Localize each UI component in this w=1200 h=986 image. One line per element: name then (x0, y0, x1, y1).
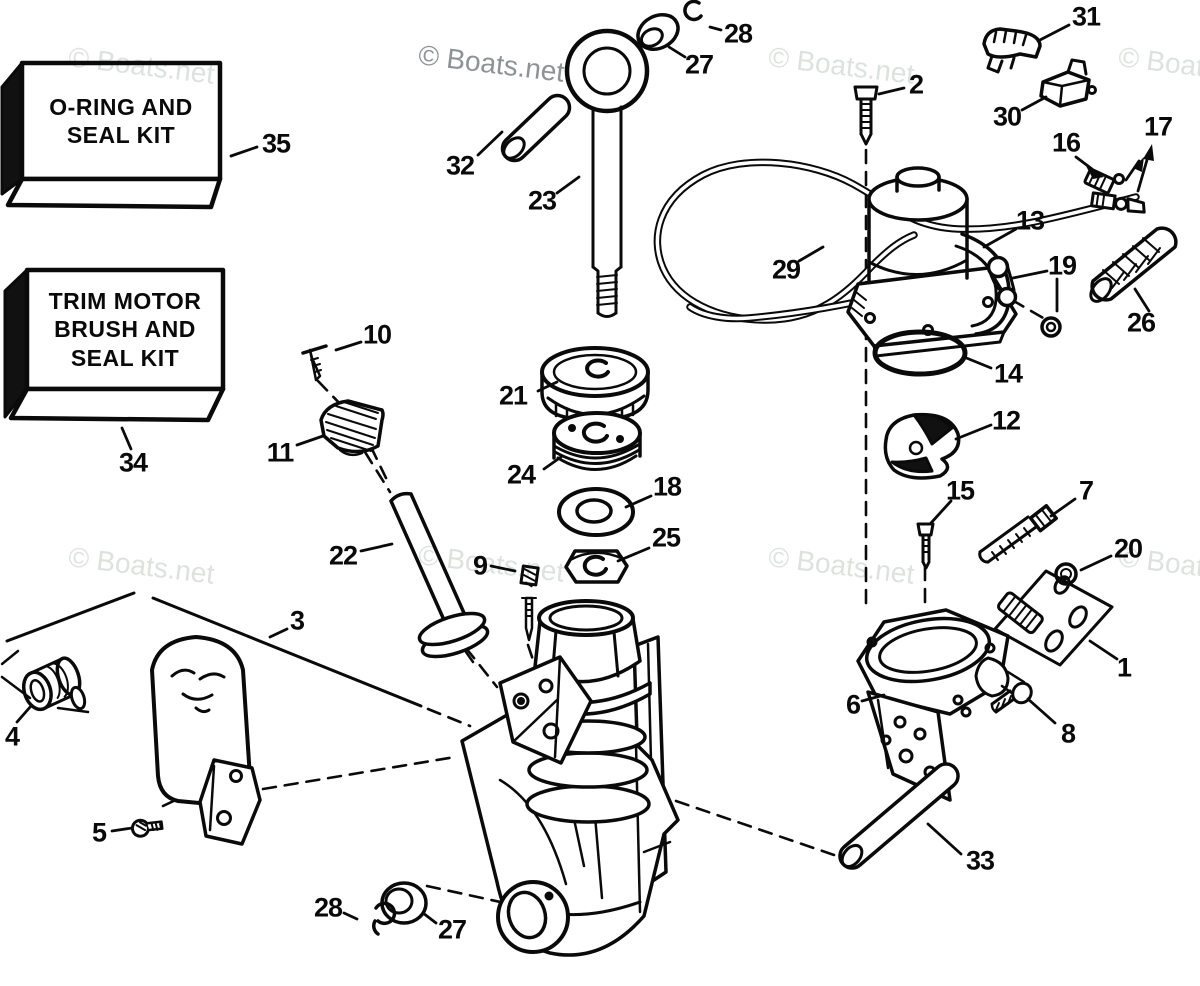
swivel-housing (460, 599, 680, 957)
callout-5: 5 (91, 817, 107, 848)
housing-cap-and-ring-bottom (372, 881, 428, 936)
leader-arrowheads (1086, 144, 1154, 179)
callout-4: 4 (4, 721, 20, 752)
callout-11: 11 (266, 437, 295, 468)
oring-kit-line1: O-RING AND (49, 93, 193, 120)
ribbed-plug (319, 399, 385, 457)
callout-13: 13 (1015, 205, 1045, 236)
callout-24: 24 (506, 459, 536, 490)
manifold-screw (990, 681, 1033, 714)
callout-27-bottom: 27 (437, 914, 467, 945)
callout-17: 17 (1143, 111, 1173, 142)
callout-27-top: 27 (684, 49, 714, 80)
piston (552, 411, 642, 471)
motor-screw (853, 85, 879, 146)
pump-filter (883, 412, 961, 480)
callout-32: 32 (445, 150, 475, 181)
callout-29: 29 (771, 254, 801, 285)
rod-cap-and-ring-top (636, 0, 703, 51)
small-oring (1054, 562, 1078, 586)
callout-26: 26 (1126, 307, 1156, 338)
callout-12: 12 (991, 405, 1021, 436)
callout-21: 21 (498, 380, 528, 411)
callout-8: 8 (1060, 718, 1076, 749)
callout-19: 19 (1047, 250, 1077, 281)
callout-7: 7 (1078, 475, 1094, 506)
reservoir-tube (389, 491, 490, 664)
callout-25: 25 (651, 522, 681, 553)
callout-28-top: 28 (723, 18, 753, 49)
callout-35: 35 (261, 128, 291, 159)
trim-kit-line3: SEAL KIT (70, 344, 180, 371)
pump-manifold (856, 608, 1026, 802)
callout-15: 15 (945, 475, 975, 506)
alignment-dashed-lines (161, 148, 1047, 905)
reference-lines (5, 591, 423, 708)
callout-33: 33 (965, 845, 995, 876)
wire-clamp-bracket (982, 27, 1042, 74)
trim-kit-line2: BRUSH AND (54, 316, 196, 343)
bushing-and-oring (0, 649, 90, 714)
oring-seal-kit-label: O-RING AND SEAL KIT (22, 63, 220, 179)
oring-seal-kit-box (0, 60, 223, 210)
manifold-bolt (978, 504, 1058, 564)
oring-kit-line2: SEAL KIT (66, 122, 176, 148)
check-valve (916, 522, 935, 570)
callout-6: 6 (845, 689, 861, 720)
callout-leader-lines (15, 23, 1151, 925)
fill-screw (301, 344, 328, 382)
callout-31: 31 (1071, 1, 1101, 32)
textured-tube (1089, 226, 1178, 303)
callout-14: 14 (993, 358, 1023, 389)
callout-2: 2 (908, 69, 924, 100)
callout-10: 10 (362, 319, 392, 350)
callout-34: 34 (118, 447, 148, 478)
tilt-rod (564, 28, 650, 318)
callout-18: 18 (652, 471, 682, 502)
pivot-tube (838, 762, 960, 870)
callout-1: 1 (1116, 652, 1132, 683)
callout-22: 22 (328, 540, 358, 571)
callout-9: 9 (472, 550, 488, 581)
lock-nut (564, 549, 629, 584)
washer (557, 487, 635, 537)
callout-23: 23 (527, 185, 557, 216)
callout-16: 16 (1051, 127, 1081, 158)
link-and-nut (986, 255, 1062, 338)
bracket-screw (130, 818, 164, 838)
valve-kit-plate (993, 569, 1114, 667)
pivot-pin (500, 93, 572, 163)
trim-motor-kit-label: TRIM MOTOR BRUSH AND SEAL KIT (27, 270, 223, 389)
callout-28-bottom: 28 (313, 892, 343, 923)
wire-terminals (1083, 167, 1146, 214)
callout-20: 20 (1113, 533, 1143, 564)
trim-motor (846, 166, 1018, 358)
callout-30: 30 (992, 101, 1022, 132)
wire-connector (1039, 58, 1097, 108)
motor-oring (872, 329, 968, 377)
bleed-fittings (519, 564, 540, 642)
callout-3: 3 (289, 605, 305, 636)
trim-motor-kit-box (3, 267, 226, 423)
trim-kit-line1: TRIM MOTOR (48, 288, 202, 315)
reservoir-cover (150, 635, 262, 846)
